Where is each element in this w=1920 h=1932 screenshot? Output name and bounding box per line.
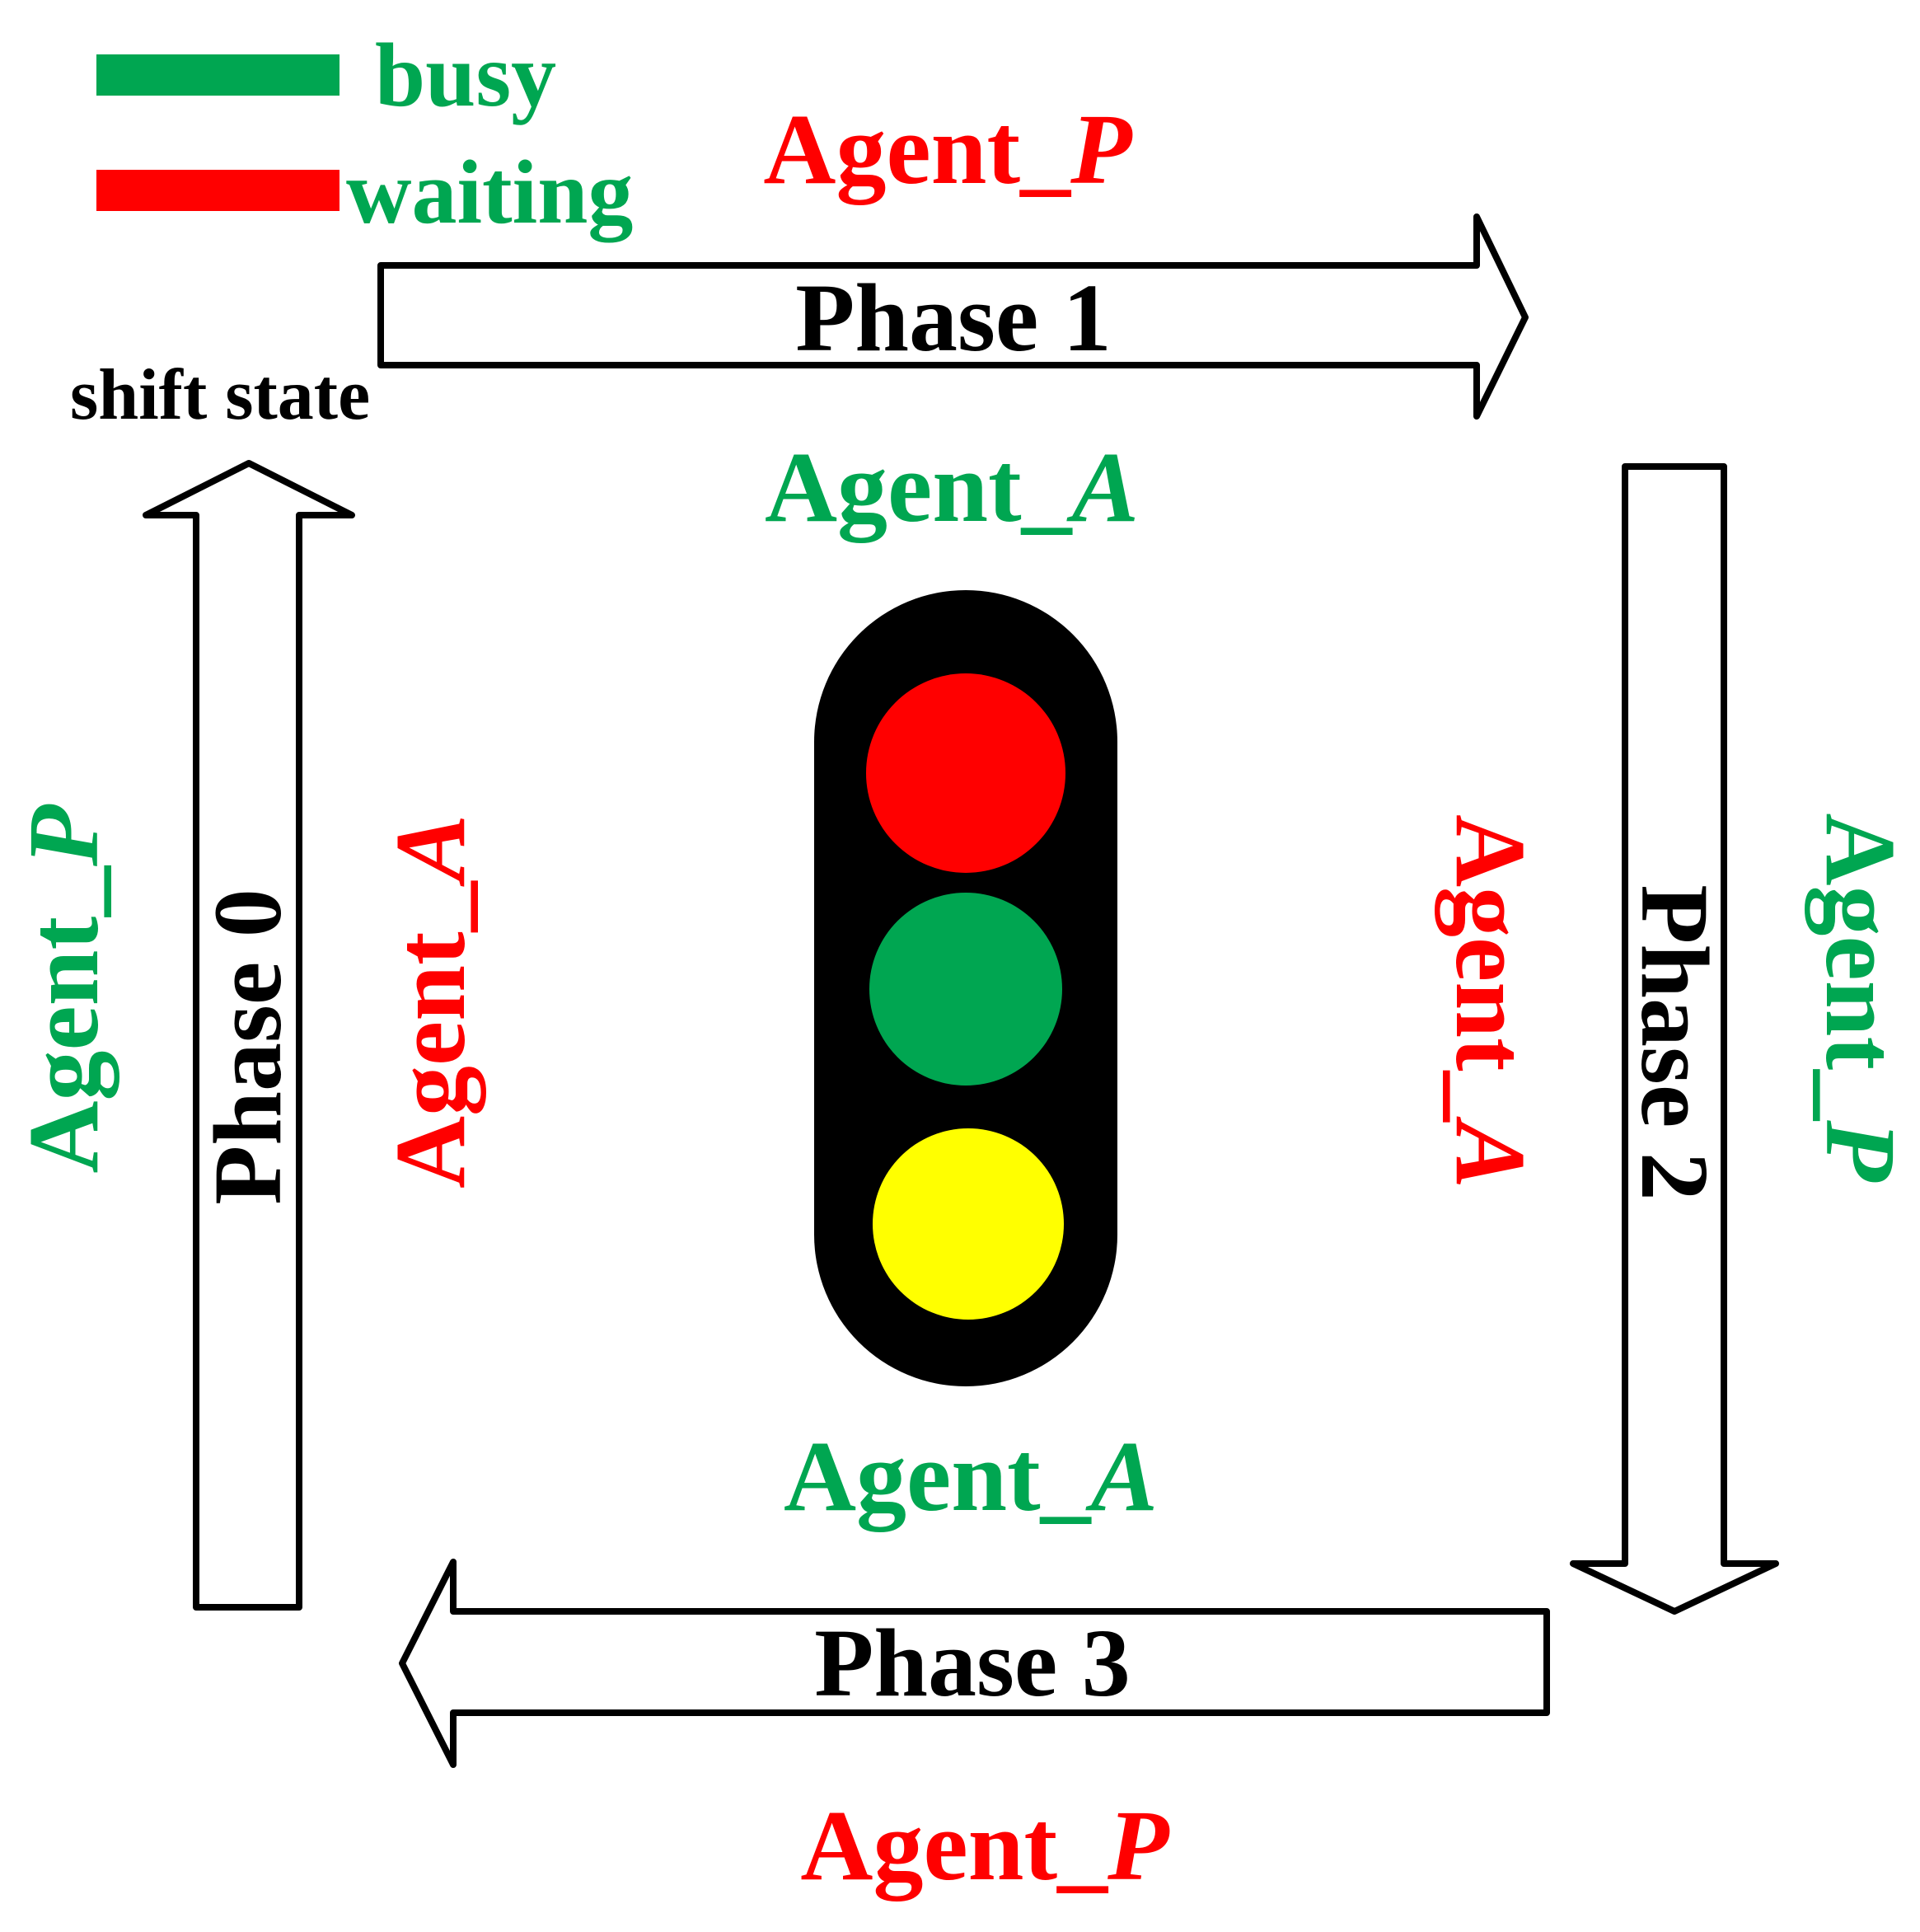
agent-label-right-p: Agent_P [1805,813,1916,1183]
agent-label-left-p: Agent_P [8,804,119,1174]
agent-label-inner-left-a: Agent_A [375,814,486,1189]
agent-label-inner-right-a: Agent_A [1435,814,1546,1189]
legend-waiting-label: waiting [346,142,633,242]
shift-state-label: shift state [70,355,370,435]
phase-3-arrow [399,1559,1550,1768]
traffic-light-icon [814,590,1117,1386]
agent-label-inner-top-a: Agent_A [765,432,1139,543]
phase-0-label: Phase 0 [194,889,302,1205]
legend-busy-swatch [96,54,340,96]
phase-2-label: Phase 2 [1621,884,1729,1201]
phase-1-label: Phase 1 [795,264,1112,372]
legend-waiting-swatch [96,170,340,211]
phase-1-arrow [377,213,1529,420]
agent-label-top-p: Agent_P [763,94,1133,205]
phase-0-arrow [143,460,355,1611]
traffic-light-yellow-lamp [873,1128,1064,1320]
phase-2-arrow [1570,463,1779,1615]
phase-3-label: Phase 3 [814,1609,1131,1717]
legend-busy-label: busy [375,25,556,125]
agent-label-inner-bottom-a: Agent_A [784,1421,1158,1532]
agent-label-bottom-p: Agent_P [800,1790,1170,1902]
traffic-light-green-lamp [869,893,1062,1086]
traffic-light-red-lamp [866,673,1065,873]
